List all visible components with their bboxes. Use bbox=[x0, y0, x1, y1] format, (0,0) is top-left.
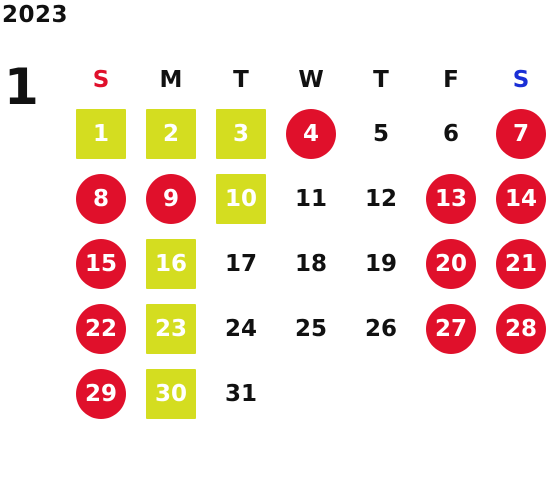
weekday-header: S bbox=[92, 67, 110, 93]
day-number: 24 bbox=[224, 316, 257, 342]
weekday-header: M bbox=[159, 67, 183, 93]
day-number: 22 bbox=[84, 316, 117, 342]
day-cell: 11 bbox=[276, 167, 346, 231]
day-number: 29 bbox=[84, 381, 117, 407]
day-number: 12 bbox=[364, 186, 397, 212]
day-number: 18 bbox=[294, 251, 327, 277]
day-cell: 17 bbox=[206, 232, 276, 296]
day-cell: 16 bbox=[136, 232, 206, 296]
day-number: 25 bbox=[294, 316, 327, 342]
day-number: 28 bbox=[504, 316, 537, 342]
day-cell: 8 bbox=[66, 167, 136, 231]
day-cell: 12 bbox=[346, 167, 416, 231]
holiday-circle-mark bbox=[146, 174, 196, 224]
highlight-square-mark bbox=[76, 109, 126, 159]
day-cell: 5 bbox=[346, 102, 416, 166]
day-number: 5 bbox=[372, 121, 389, 147]
holiday-circle-mark bbox=[496, 174, 546, 224]
holiday-circle-mark bbox=[76, 174, 126, 224]
day-cell: 31 bbox=[206, 362, 276, 426]
day-cell: 15 bbox=[66, 232, 136, 296]
day-number: 2 bbox=[162, 121, 179, 147]
day-cell: 29 bbox=[66, 362, 136, 426]
day-number: 17 bbox=[224, 251, 257, 277]
day-cell: 30 bbox=[136, 362, 206, 426]
highlight-square-mark bbox=[216, 174, 266, 224]
year-label: 2023 bbox=[2, 2, 69, 28]
holiday-circle-mark bbox=[426, 239, 476, 289]
holiday-circle-mark bbox=[76, 304, 126, 354]
day-cell: 6 bbox=[416, 102, 486, 166]
weekday-header: T bbox=[373, 67, 389, 93]
day-number: 10 bbox=[224, 186, 257, 212]
day-number: 11 bbox=[294, 186, 327, 212]
day-cell: 9 bbox=[136, 167, 206, 231]
day-cell: 22 bbox=[66, 297, 136, 361]
day-number: 21 bbox=[504, 251, 537, 277]
highlight-square-mark bbox=[146, 239, 196, 289]
day-number: 26 bbox=[364, 316, 397, 342]
day-number: 6 bbox=[442, 121, 459, 147]
day-cell: 25 bbox=[276, 297, 346, 361]
day-number: 3 bbox=[232, 121, 249, 147]
day-cell: 13 bbox=[416, 167, 486, 231]
day-number: 31 bbox=[224, 381, 257, 407]
holiday-circle-mark bbox=[496, 304, 546, 354]
day-number: 27 bbox=[434, 316, 467, 342]
day-number: 20 bbox=[434, 251, 467, 277]
day-cell: 1 bbox=[66, 102, 136, 166]
day-number: 7 bbox=[512, 121, 529, 147]
day-cell: 2 bbox=[136, 102, 206, 166]
holiday-circle-mark bbox=[426, 174, 476, 224]
day-cell: 3 bbox=[206, 102, 276, 166]
holiday-circle-mark bbox=[286, 109, 336, 159]
holiday-circle-mark bbox=[496, 109, 546, 159]
day-cell: 24 bbox=[206, 297, 276, 361]
highlight-square-mark bbox=[146, 304, 196, 354]
day-cell: 4 bbox=[276, 102, 346, 166]
day-cell: 19 bbox=[346, 232, 416, 296]
highlight-square-mark bbox=[146, 369, 196, 419]
day-number: 23 bbox=[154, 316, 187, 342]
day-cell: 26 bbox=[346, 297, 416, 361]
day-cell: 18 bbox=[276, 232, 346, 296]
holiday-circle-mark bbox=[76, 239, 126, 289]
day-cell: 27 bbox=[416, 297, 486, 361]
day-cell: 21 bbox=[486, 232, 548, 296]
holiday-circle-mark bbox=[426, 304, 476, 354]
month-number: 1 bbox=[4, 58, 39, 116]
day-cell: 28 bbox=[486, 297, 548, 361]
day-number: 15 bbox=[84, 251, 117, 277]
day-cell: 23 bbox=[136, 297, 206, 361]
day-number: 4 bbox=[302, 121, 319, 147]
day-cell: 14 bbox=[486, 167, 548, 231]
day-number: 1 bbox=[92, 121, 109, 147]
day-number: 16 bbox=[154, 251, 187, 277]
day-number: 9 bbox=[162, 186, 179, 212]
day-cell: 20 bbox=[416, 232, 486, 296]
day-cell: 7 bbox=[486, 102, 548, 166]
day-number: 19 bbox=[364, 251, 397, 277]
weekday-header: S bbox=[512, 67, 530, 93]
highlight-square-mark bbox=[146, 109, 196, 159]
holiday-circle-mark bbox=[496, 239, 546, 289]
holiday-circle-mark bbox=[76, 369, 126, 419]
day-number: 8 bbox=[92, 186, 109, 212]
weekday-header: F bbox=[443, 67, 459, 93]
weekday-header: W bbox=[298, 67, 324, 93]
highlight-square-mark bbox=[216, 109, 266, 159]
weekday-header: T bbox=[233, 67, 249, 93]
day-number: 13 bbox=[434, 186, 467, 212]
day-number: 14 bbox=[504, 186, 537, 212]
day-cell: 10 bbox=[206, 167, 276, 231]
day-number: 30 bbox=[154, 381, 187, 407]
